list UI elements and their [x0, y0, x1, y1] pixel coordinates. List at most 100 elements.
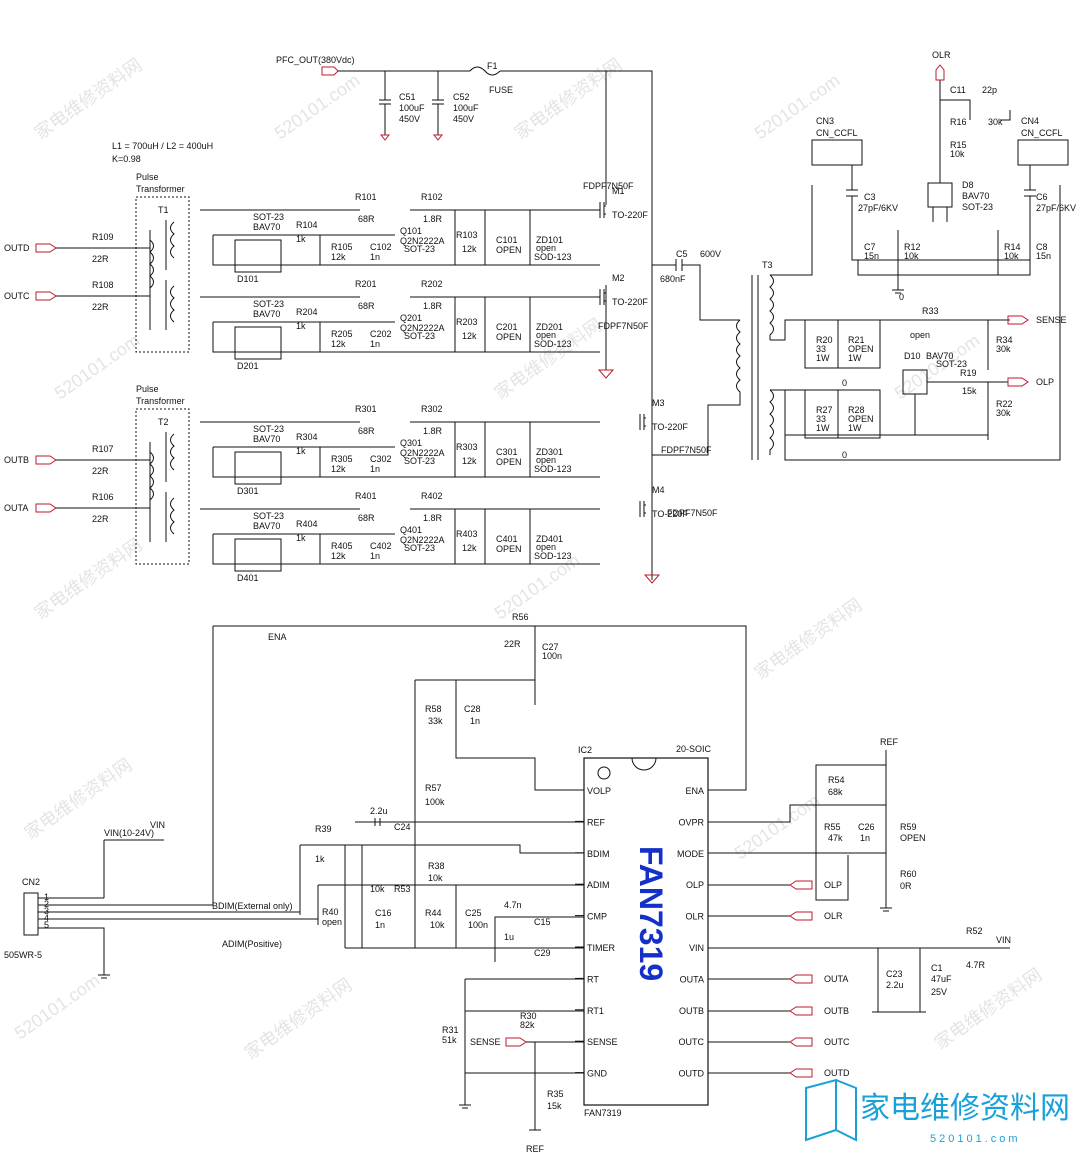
c25-val: 100n — [468, 920, 488, 930]
r40-val: open — [322, 917, 342, 927]
d-pkg-1: SOT-23 — [253, 212, 284, 222]
ena-net-label: ENA — [268, 632, 287, 642]
ic-pin-bdim: BDIM — [587, 849, 610, 859]
wm-3: 家电维修资料网 — [511, 55, 626, 144]
rd-val-2: 12k — [331, 339, 346, 349]
r39-ref: R39 — [315, 824, 332, 834]
cn2-type: 505WR-5 — [4, 950, 42, 960]
vin-right-net: VIN — [996, 935, 1011, 945]
r58-val: 33k — [428, 716, 443, 726]
ic-pin-sense: SENSE — [587, 1037, 618, 1047]
c51-v1: 100uF — [399, 103, 425, 113]
r28-w: 1W — [848, 423, 862, 433]
rd-ref-2: R205 — [331, 329, 353, 339]
zd-val-2: open — [536, 330, 556, 340]
ic-output-outc: OUTC — [824, 1037, 850, 1047]
r53-val: 10k — [370, 884, 385, 894]
d-ref-3: D301 — [237, 486, 259, 496]
c25-ref: C25 — [465, 908, 482, 918]
r27-val: 33 — [816, 414, 826, 424]
m-pkg-4: TO-220F — [652, 509, 688, 519]
rc-ref-2: R204 — [296, 307, 318, 317]
d-type-3: BAV70 — [253, 434, 280, 444]
ca-ref-1: C102 — [370, 242, 392, 252]
r35-ref: R35 — [547, 1089, 564, 1099]
re-val-3: 12k — [462, 456, 477, 466]
rb-val-4: 1.8R — [423, 513, 443, 523]
net-3: OUTB — [4, 455, 29, 465]
r35-val: 15k — [547, 1101, 562, 1111]
ic-pkg: 20-SOIC — [676, 744, 712, 754]
r30-ref: R30 — [520, 1011, 537, 1021]
q-pkg-3: SOT-23 — [404, 456, 435, 466]
cn2-pin-2: 2 — [44, 899, 49, 909]
q-ref-1: Q101 — [400, 226, 422, 236]
cn2-pin-3: 3 — [44, 906, 49, 916]
m-pkg-1: TO-220F — [612, 210, 648, 220]
c5-ref: C5 — [676, 249, 688, 259]
cb-val-4: OPEN — [496, 544, 522, 554]
in-val-4: 22R — [92, 514, 109, 524]
cb-val-1: OPEN — [496, 245, 522, 255]
pfc-out-label: PFC_OUT(380Vdc) — [276, 55, 355, 65]
r60-val: 0R — [900, 881, 912, 891]
rd-val-1: 12k — [331, 252, 346, 262]
r34-val: 30k — [996, 344, 1011, 354]
c28-val: 1n — [470, 716, 480, 726]
d-pkg-4: SOT-23 — [253, 511, 284, 521]
d-ref-1: D101 — [237, 274, 259, 284]
vin-net: VIN — [150, 820, 165, 830]
zd-ref-3: ZD301 — [536, 447, 563, 457]
c7-val: 15n — [864, 251, 879, 261]
rd-ref-4: R405 — [331, 541, 353, 551]
wm-10: 家电维修资料网 — [751, 595, 866, 684]
r22-ref: R22 — [996, 399, 1013, 409]
wm-8: 家电维修资料网 — [31, 535, 146, 624]
r28-val: OPEN — [848, 414, 874, 424]
site-logo: 家电维修资料网 520101.com — [805, 1078, 1070, 1145]
re-val-1: 12k — [462, 244, 477, 254]
c16-ref: C16 — [375, 908, 392, 918]
m1-type-top: FDPF7N50F — [583, 181, 634, 191]
pulse-transformer-1: Pulse Transformer T1 — [135, 172, 190, 353]
re-ref-3: R303 — [456, 442, 478, 452]
ic-name: FAN7319 — [633, 846, 669, 981]
ic-output-outb: OUTB — [824, 1006, 849, 1016]
ic-pin-olr: OLR — [685, 912, 704, 922]
r38-ref: R38 — [428, 861, 445, 871]
ra-val-1: 68R — [358, 214, 375, 224]
ic-pin-timer: TIMER — [587, 943, 615, 953]
r19-val: 15k — [962, 386, 977, 396]
r12-ref: R12 — [904, 242, 921, 252]
m2-type-bottom: FDPF7N50F — [598, 321, 649, 331]
r15-ref: R15 — [950, 140, 967, 150]
q-pkg-1: SOT-23 — [404, 244, 435, 254]
net-4: OUTA — [4, 503, 28, 513]
ic-output-outa: OUTA — [824, 974, 848, 984]
sense-label: SENSE — [1036, 315, 1067, 325]
rd-ref-1: R105 — [331, 242, 353, 252]
c28-ref: C28 — [464, 704, 481, 714]
c52-v1: 100uF — [453, 103, 479, 113]
r33-ref: R33 — [922, 306, 939, 316]
t2-ref: T2 — [158, 417, 169, 427]
c29-ref: C29 — [534, 948, 551, 958]
logo-text: 家电维修资料网 — [860, 1091, 1070, 1126]
r31-val: 51k — [442, 1035, 457, 1045]
r16-ref: R16 — [950, 117, 967, 127]
cn2-pin-4: 4 — [44, 913, 49, 923]
d8-pkg: SOT-23 — [962, 202, 993, 212]
ic-output-olp: OLP — [824, 880, 842, 890]
c1-val: 47uF — [931, 974, 952, 984]
ca-val-2: 1n — [370, 339, 380, 349]
zd-val-1: open — [536, 243, 556, 253]
ic-pin-vin: VIN — [689, 943, 704, 953]
in-val-3: 22R — [92, 466, 109, 476]
rb-val-3: 1.8R — [423, 426, 443, 436]
ic-output-olr: OLR — [824, 911, 843, 921]
d10-ref: D10 — [904, 351, 921, 361]
q-type-3: Q2N2222A — [400, 448, 445, 458]
